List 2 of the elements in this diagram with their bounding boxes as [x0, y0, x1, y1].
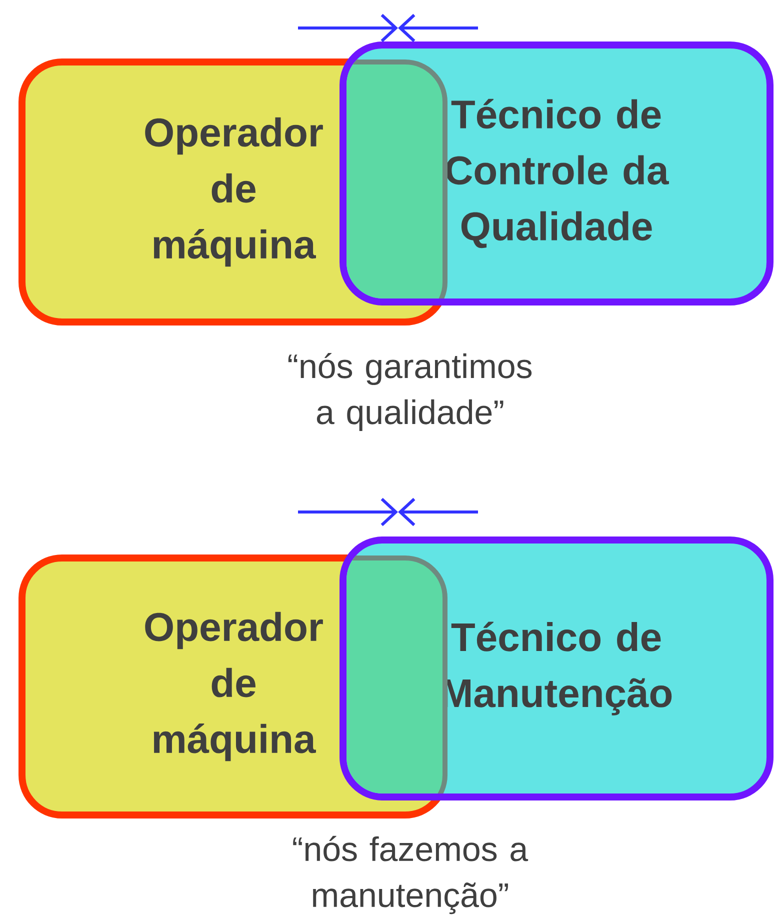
- caption: “nós fazemos a manutenção”: [293, 836, 528, 914]
- caption: “nós garantimos a qualidade”: [288, 352, 532, 432]
